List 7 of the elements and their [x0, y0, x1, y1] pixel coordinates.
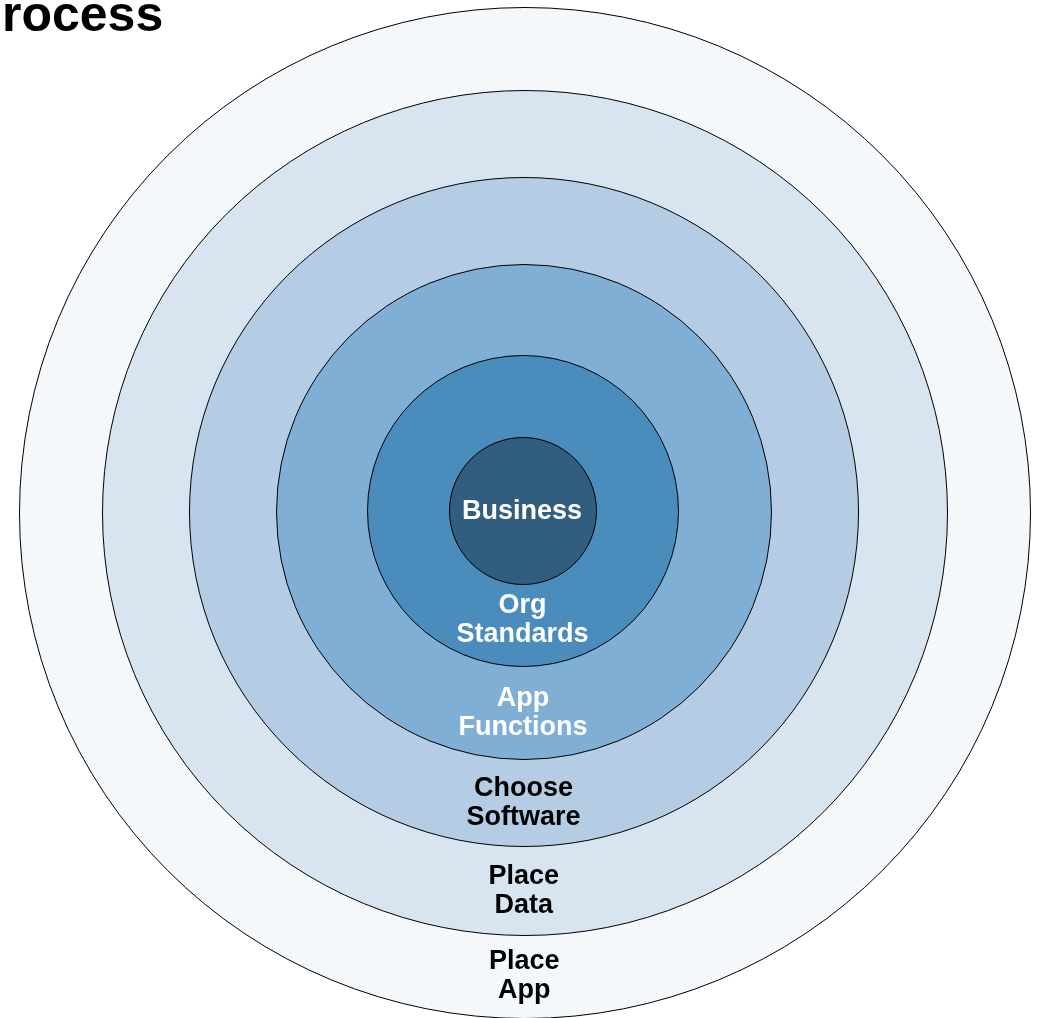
- ring-label: Place Data: [488, 861, 560, 919]
- ring-label: Choose Software: [466, 772, 581, 831]
- title: rocess: [2, 0, 164, 42]
- ring-label: Org Standards: [456, 589, 589, 648]
- ring-label: App Functions: [458, 683, 588, 741]
- ring-label: Business: [462, 495, 583, 525]
- ring-label: Place App: [489, 945, 560, 1004]
